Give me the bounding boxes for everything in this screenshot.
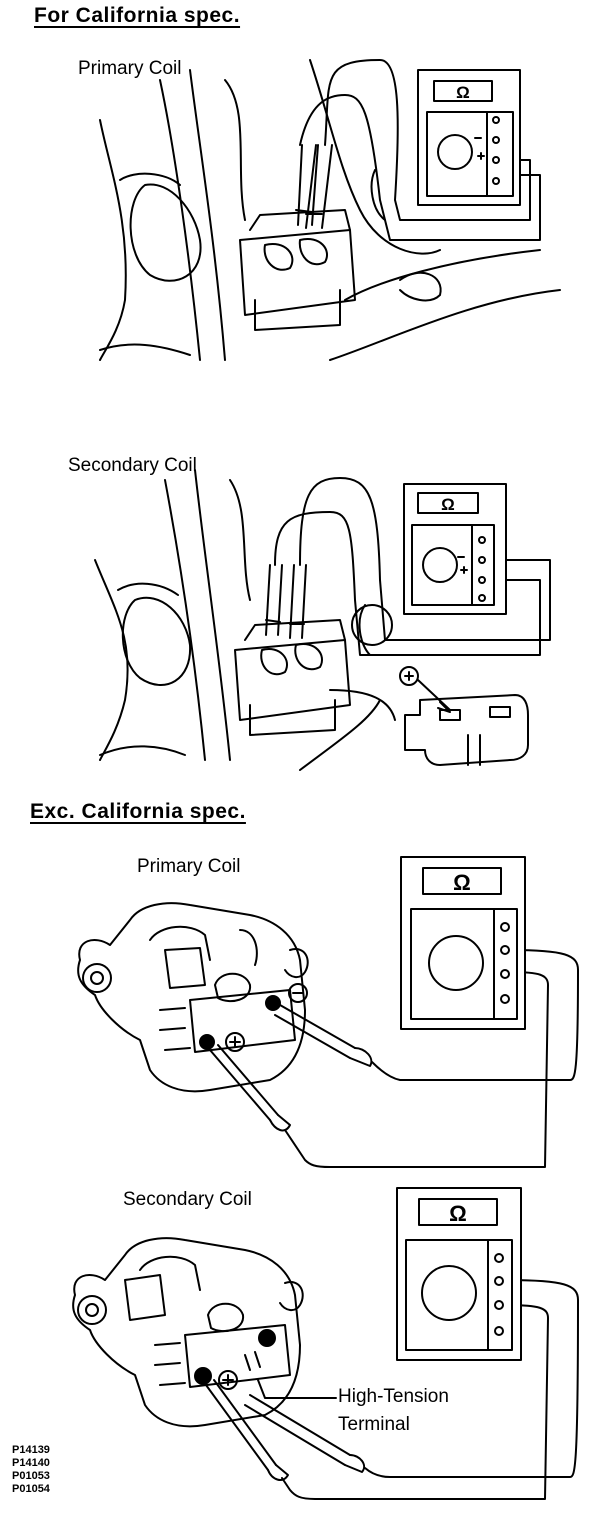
figure-code: P01054 — [12, 1483, 50, 1495]
connector-detail-drawing — [399, 666, 529, 766]
high-tension-terminal-label-line2: Terminal — [338, 1414, 410, 1435]
exc-secondary-coil-label: Secondary Coil — [123, 1189, 252, 1210]
exc-primary-probes — [209, 949, 579, 1168]
figure-codes: P14139 P14140 P01053 P01054 — [12, 1444, 50, 1496]
exc-california-spec-heading: Exc. California spec. — [30, 800, 246, 823]
california-primary-coil-label: Primary Coil — [78, 58, 182, 79]
exc-primary-distributor-drawing — [77, 902, 309, 1093]
high-tension-terminal-label-line1: High-Tension — [338, 1386, 449, 1407]
california-primary-multimeter — [417, 69, 521, 206]
california-primary-engine-drawing — [99, 59, 561, 361]
figure-code: P14139 — [12, 1444, 50, 1456]
california-primary-meter-symbol: Ω — [456, 83, 470, 102]
exc-secondary-multimeter — [396, 1187, 522, 1361]
california-spec-heading: For California spec. — [34, 4, 241, 27]
figure-code: P01053 — [12, 1470, 50, 1482]
california-secondary-engine-drawing — [94, 469, 396, 771]
exc-secondary-distributor-drawing — [72, 1237, 304, 1428]
exc-primary-coil-label: Primary Coil — [137, 856, 241, 877]
exc-secondary-probes — [205, 1279, 579, 1500]
california-secondary-coil-label: Secondary Coil — [68, 455, 197, 476]
california-secondary-meter-symbol: Ω — [441, 495, 455, 514]
california-secondary-multimeter — [403, 483, 507, 615]
california-primary-probes — [295, 59, 541, 241]
california-secondary-probes — [265, 477, 551, 656]
exc-primary-multimeter — [400, 856, 526, 1030]
exc-primary-meter-symbol: Ω — [453, 870, 471, 895]
figure-code: P14140 — [12, 1457, 50, 1469]
exc-secondary-meter-symbol: Ω — [449, 1201, 467, 1226]
